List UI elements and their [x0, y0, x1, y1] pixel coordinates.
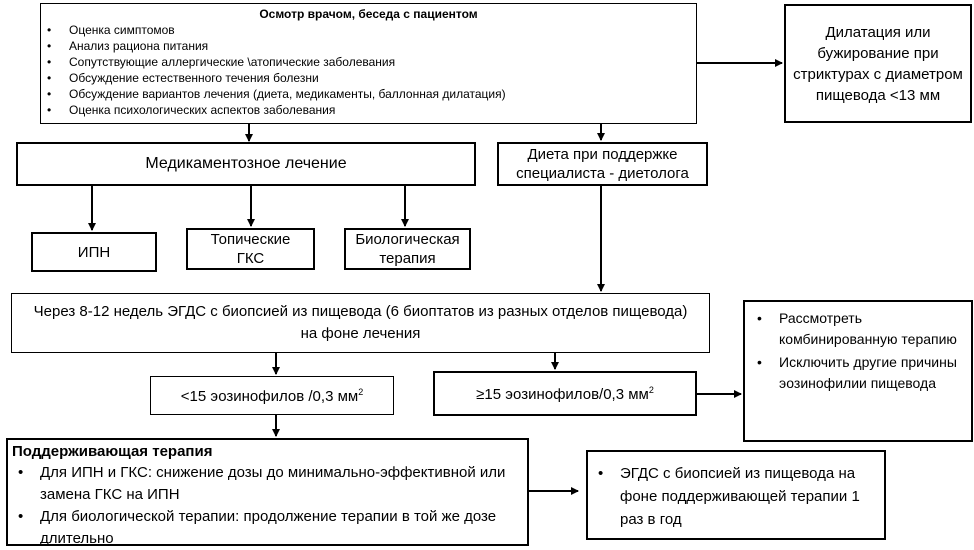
medication-box: Медикаментозное лечение	[16, 142, 476, 186]
biologic-text: Биологическая терапия	[355, 231, 460, 267]
followup-box: ЭГДС с биопсией из пищевода на фоне подд…	[586, 450, 886, 540]
list-item: Оценка симптомов	[45, 22, 692, 38]
list-item: Обсуждение естественного течения болезни	[45, 70, 692, 86]
maintenance-title: Поддерживающая терапия	[12, 443, 213, 460]
ipn-box: ИПН	[31, 232, 157, 272]
egds-box: Через 8-12 недель ЭГДС с биопсией из пищ…	[11, 293, 710, 353]
list-item: Анализ рациона питания	[45, 38, 692, 54]
list-item: Рассмотреть комбинированную терапию	[751, 308, 967, 350]
list-item: Исключить другие причины эозинофилии пищ…	[751, 352, 967, 394]
list-item: Сопутствующие аллергические \атопические…	[45, 54, 692, 70]
exam-list: Оценка симптомов Анализ рациона питания …	[45, 22, 692, 118]
list-item: Для ИПН и ГКС: снижение дозы до минималь…	[12, 462, 523, 506]
dilation-text: Дилатация или бужирование при стриктурах…	[793, 23, 963, 104]
diet-text: Диета при поддержке специалиста - диетол…	[516, 146, 689, 182]
egds-text: Через 8-12 недель ЭГДС с биопсией из пищ…	[33, 303, 688, 342]
topical-gcs-text: Топические ГКС	[210, 231, 291, 267]
less15-box: <15 эозинофилов /0,3 мм2	[150, 376, 394, 415]
exam-box: Осмотр врачом, беседа с пациентом Оценка…	[40, 3, 697, 124]
list-item: ЭГДС с биопсией из пищевода на фоне подд…	[592, 462, 880, 531]
list-item: Обсуждение вариантов лечения (диета, мед…	[45, 86, 692, 102]
dilation-box: Дилатация или бужирование при стриктурах…	[784, 4, 972, 123]
topical-gcs-box: Топические ГКС	[186, 228, 315, 270]
ipn-text: ИПН	[77, 243, 111, 261]
consider-list: Рассмотреть комбинированную терапию Искл…	[751, 308, 967, 394]
list-item: Для биологической терапии: продолжение т…	[12, 506, 523, 550]
diet-box: Диета при поддержке специалиста - диетол…	[497, 142, 708, 186]
medication-text: Медикаментозное лечение	[145, 155, 347, 172]
followup-list: ЭГДС с биопсией из пищевода на фоне подд…	[592, 462, 880, 531]
less15-text: <15 эозинофилов /0,3 мм2	[180, 386, 364, 405]
biologic-box: Биологическая терапия	[344, 228, 471, 270]
list-item: Оценка психологических аспектов заболева…	[45, 102, 692, 118]
consider-box: Рассмотреть комбинированную терапию Искл…	[743, 300, 973, 442]
maintenance-list: Для ИПН и ГКС: снижение дозы до минималь…	[12, 462, 523, 550]
maintenance-box: Поддерживающая терапия Для ИПН и ГКС: сн…	[6, 438, 529, 547]
more15-box: ≥15 эозинофилов/0,3 мм2	[433, 371, 697, 416]
exam-title: Осмотр врачом, беседа с пациентом	[259, 7, 478, 21]
more15-text: ≥15 эозинофилов/0,3 мм2	[476, 384, 654, 403]
